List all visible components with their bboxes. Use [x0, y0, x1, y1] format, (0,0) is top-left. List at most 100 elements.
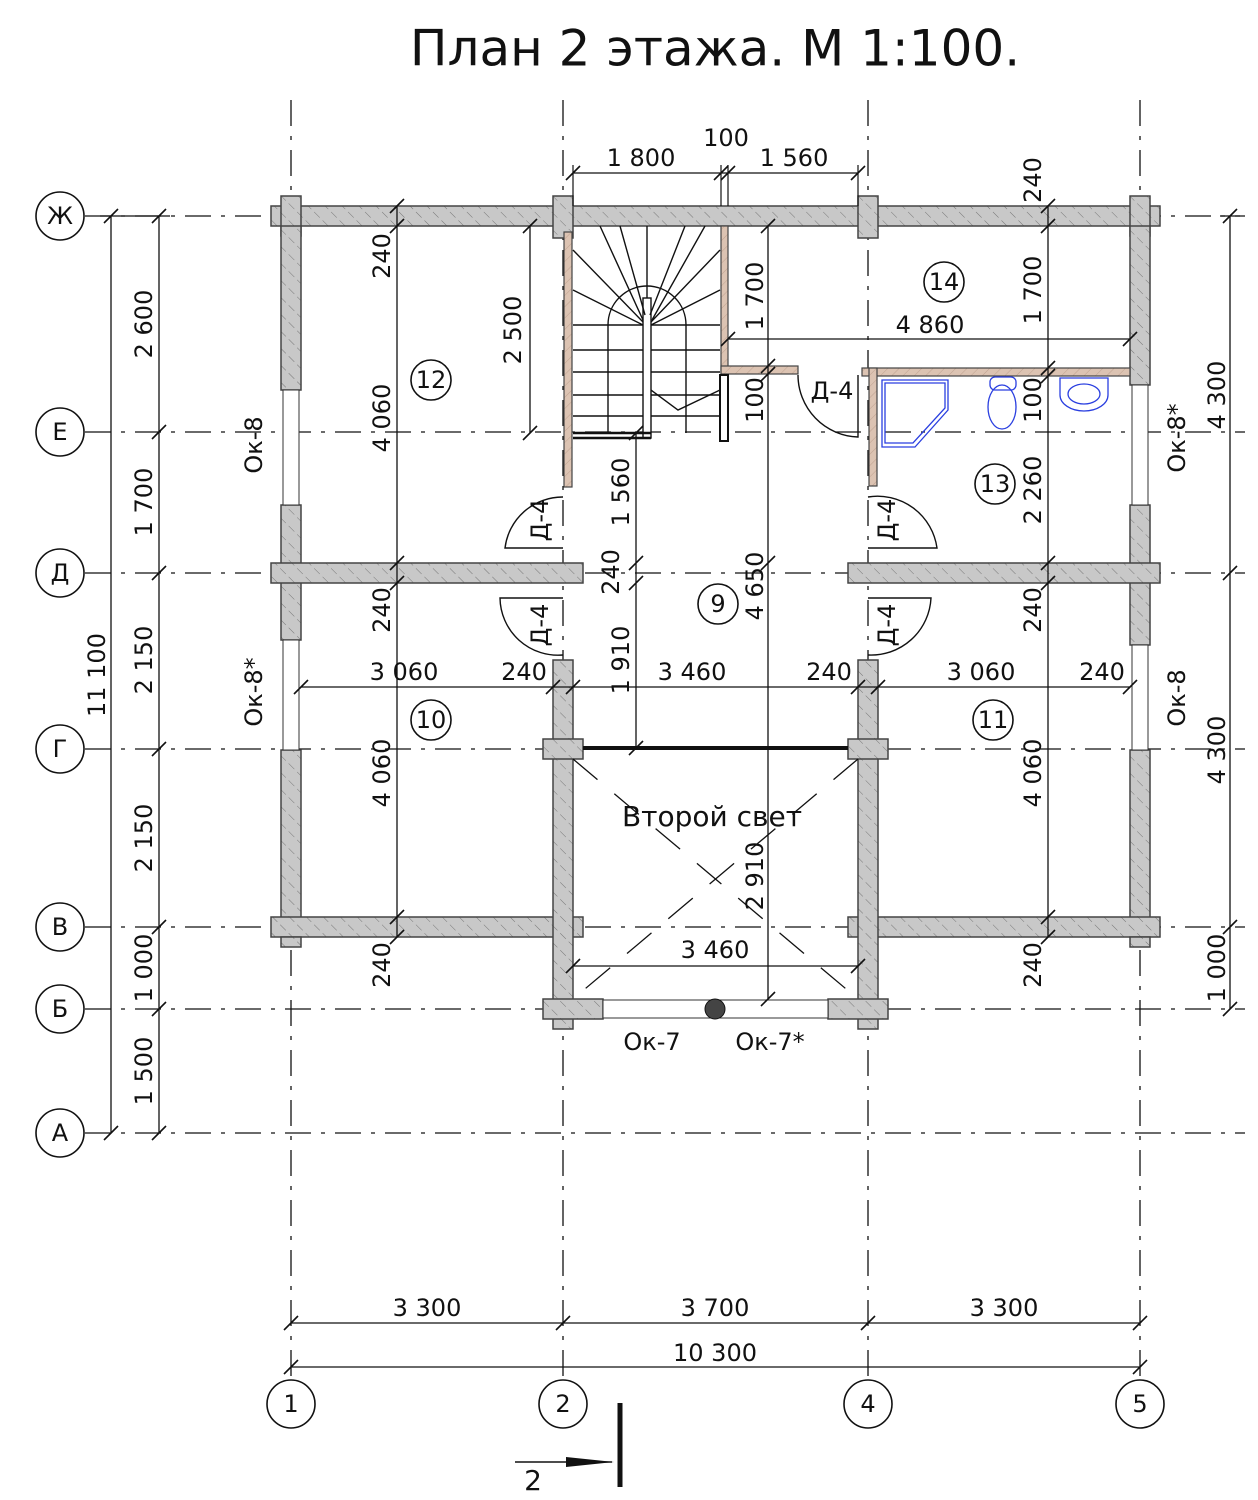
- dimension-tick: [850, 165, 866, 181]
- door-label: Д-4: [526, 604, 554, 647]
- axis-label-row: Ж: [47, 202, 73, 230]
- dimension-tick: [1040, 909, 1056, 925]
- dim-label: 100: [741, 377, 769, 423]
- dim-label: 4 650: [741, 552, 769, 621]
- dimension-tick: [1222, 565, 1238, 581]
- dimension-tick: [1122, 679, 1138, 695]
- dimension-tick: [283, 1315, 299, 1331]
- dim-label: 1 000: [1203, 934, 1231, 1003]
- dimension-tick: [103, 1125, 119, 1141]
- dim-label: 2 150: [130, 804, 158, 873]
- dimension-tick: [1040, 929, 1056, 945]
- dim-label: 3 300: [393, 1294, 462, 1322]
- dim-label: 100: [1019, 377, 1047, 423]
- dimension-tick: [628, 425, 644, 441]
- dim-label: 3 060: [947, 658, 1016, 686]
- dimension-tick: [628, 575, 644, 591]
- dimension-tick: [565, 679, 581, 695]
- door-labels: Д-4 Д-4 Д-4 Д-4 Д-4: [526, 377, 901, 646]
- section-number: 2: [524, 1464, 542, 1497]
- dim-label: 240: [1019, 942, 1047, 988]
- dim-label: 240: [1019, 157, 1047, 203]
- dim-label: 1 000: [130, 934, 158, 1003]
- window-frames: [282, 384, 1149, 1020]
- dimension-tick: [1040, 368, 1056, 384]
- dimension-tick: [760, 366, 776, 382]
- dim-label: 3 460: [681, 936, 750, 964]
- dim-label: 240: [1079, 658, 1125, 686]
- dim-label: 3 300: [970, 1294, 1039, 1322]
- dim-label: 2 600: [130, 290, 158, 359]
- axis-label-col: 4: [860, 1390, 875, 1418]
- dimension-tick: [151, 565, 167, 581]
- dimension-tick: [850, 958, 866, 974]
- dim-label: 240: [501, 658, 547, 686]
- dim-label: 4 300: [1203, 361, 1231, 430]
- dim-label: 240: [1019, 587, 1047, 633]
- window-label: Ок-7: [623, 1028, 680, 1056]
- dim-label: 1 560: [760, 144, 829, 172]
- dimension-tick: [1040, 198, 1056, 214]
- dimension-tick: [1040, 218, 1056, 234]
- dimension-tick: [1222, 919, 1238, 935]
- dimension-tick: [565, 165, 581, 181]
- dimension-tick: [545, 679, 561, 695]
- dimension-tick: [1222, 208, 1238, 224]
- dimension-tick: [720, 331, 736, 347]
- dim-label: 1 700: [130, 468, 158, 537]
- void-label: Второй свет: [622, 800, 802, 833]
- dimension-tick: [720, 165, 736, 181]
- dimension-tick: [1040, 360, 1056, 376]
- dim-label-total: 10 300: [673, 1339, 757, 1367]
- window-labels: Ок-8 Ок-8* Ок-8* Ок-8 Ок-7 Ок-7*: [240, 403, 1191, 1056]
- dim-label: 4 060: [368, 739, 396, 808]
- partitions: [563, 225, 1131, 488]
- dim-label: 1 700: [1019, 256, 1047, 325]
- axis-label-col: 2: [555, 1390, 570, 1418]
- staircase: [572, 225, 848, 750]
- room-number: 10: [416, 706, 447, 734]
- room-number: 14: [929, 268, 960, 296]
- axis-label-row: Г: [53, 735, 68, 763]
- dimension-tick: [628, 740, 644, 756]
- dim-label: 1 700: [741, 262, 769, 331]
- dim-label: 4 300: [1203, 716, 1231, 785]
- dimension-tick: [870, 679, 886, 695]
- dimension-ticks: [103, 165, 1238, 1375]
- bathroom-fixtures: [881, 376, 1109, 448]
- dimension-tick: [293, 679, 309, 695]
- dimension-tick: [1040, 555, 1056, 571]
- dimension-tick: [760, 991, 776, 1007]
- dim-label: 240: [806, 658, 852, 686]
- window-label: Ок-7*: [735, 1028, 804, 1056]
- dimension-tick: [1122, 331, 1138, 347]
- dimension-tick: [555, 1315, 571, 1331]
- dimension-tick: [151, 1125, 167, 1141]
- axis-label-col: 5: [1132, 1390, 1147, 1418]
- dimension-tick: [1132, 1359, 1148, 1375]
- axis-label-row: Е: [52, 418, 67, 446]
- dimension-tick: [522, 425, 538, 441]
- window-label: Ок-8: [240, 416, 268, 473]
- room-markers: 14 12 13 9 10 11: [410, 261, 1016, 741]
- dim-label: 2 150: [130, 626, 158, 695]
- dimension-labels: 2 600 1 700 2 150 2 150 1 000 1 500 11 1…: [83, 124, 1231, 1367]
- dimension-tick: [283, 1359, 299, 1375]
- sink-icon: [1059, 377, 1109, 412]
- door-label: Д-4: [873, 499, 901, 542]
- dim-label: 2 260: [1019, 456, 1047, 525]
- dim-label: 3 460: [658, 658, 727, 686]
- dim-label: 1 560: [607, 458, 635, 527]
- dimension-lines: [100, 165, 1240, 1368]
- dim-label: 1 800: [607, 144, 676, 172]
- dim-label: 2 910: [741, 842, 769, 911]
- dimension-tick: [151, 919, 167, 935]
- dimension-tick: [565, 958, 581, 974]
- dimension-tick: [522, 218, 538, 234]
- dimension-tick: [389, 909, 405, 925]
- dimension-tick: [103, 208, 119, 224]
- dim-label: 4 060: [1019, 739, 1047, 808]
- dimension-tick: [850, 679, 866, 695]
- room-number: 11: [978, 706, 1009, 734]
- dim-label: 1 910: [607, 626, 635, 695]
